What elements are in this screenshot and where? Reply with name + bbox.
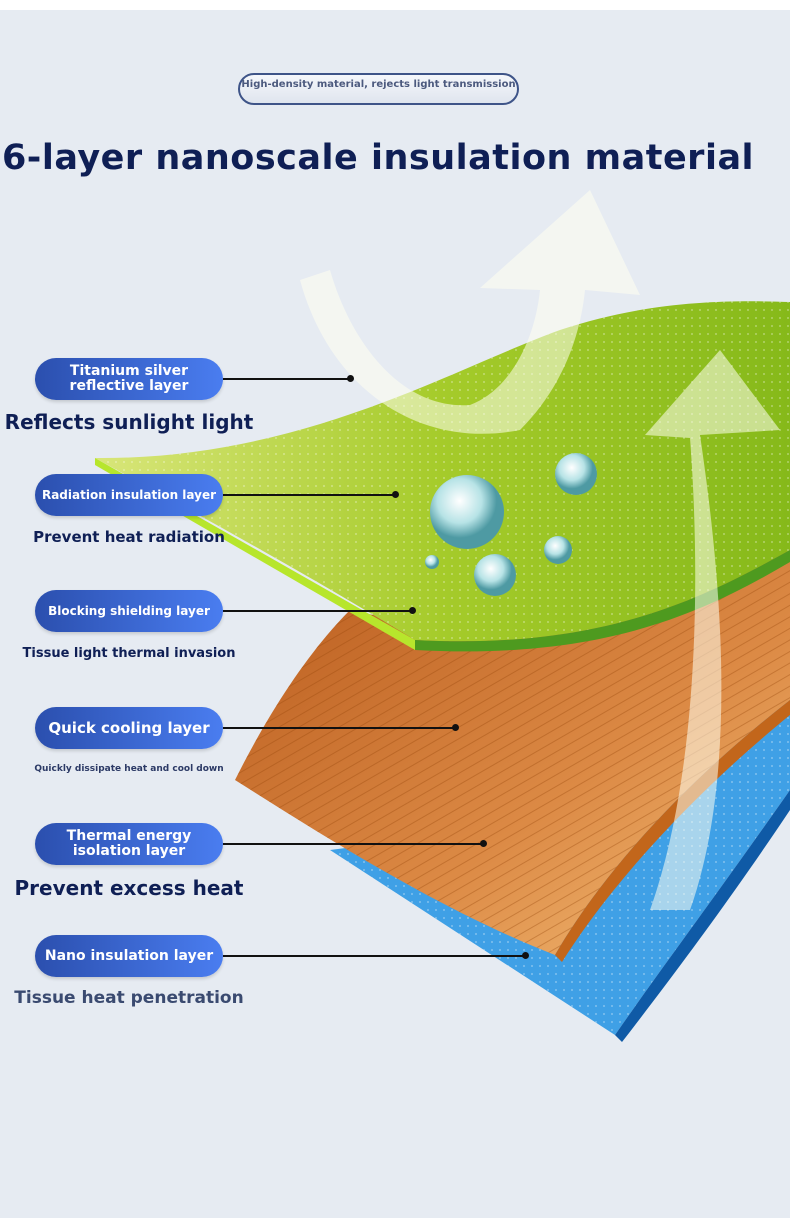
leader-line — [223, 727, 455, 729]
leader-dot — [480, 840, 487, 847]
material-layers-illustration — [95, 190, 790, 1042]
leader-dot — [452, 724, 459, 731]
leader-dot — [409, 607, 416, 614]
leader-dot — [347, 375, 354, 382]
layer-caption: Tissue heat penetration — [14, 988, 244, 1008]
leader-line — [223, 955, 525, 957]
layer-caption: Prevent excess heat — [14, 876, 244, 900]
leader-line — [223, 378, 350, 380]
layer-caption: Tissue light thermal invasion — [22, 646, 236, 661]
orange-layer — [235, 550, 790, 962]
layer-caption: Quickly dissipate heat and cool down — [34, 764, 224, 774]
layer-label-radiation: Radiation insulation layer — [35, 474, 223, 516]
page-title: 6-layer nanoscale insulation material — [1, 138, 755, 178]
heat-arrows — [300, 190, 780, 910]
leader-line — [223, 494, 395, 496]
leader-dot — [392, 491, 399, 498]
layer-label-nano-insulation: Nano insulation layer — [35, 935, 223, 977]
layer-caption: Reflects sunlight light — [4, 410, 254, 434]
leader-line — [223, 610, 412, 612]
layer-caption: Prevent heat radiation — [33, 528, 225, 546]
layer-label-titanium-silver: Titanium silver reflective layer — [35, 358, 223, 400]
leader-line — [223, 843, 483, 845]
layer-label-quick-cooling: Quick cooling layer — [35, 707, 223, 749]
water-droplets — [425, 453, 597, 596]
infographic: High-density material, rejects light tra… — [0, 10, 790, 1218]
density-badge: High-density material, rejects light tra… — [238, 73, 519, 105]
leader-dot — [522, 952, 529, 959]
layer-label-blocking: Blocking shielding layer — [35, 590, 223, 632]
layer-label-thermal-energy: Thermal energy isolation layer — [35, 823, 223, 865]
